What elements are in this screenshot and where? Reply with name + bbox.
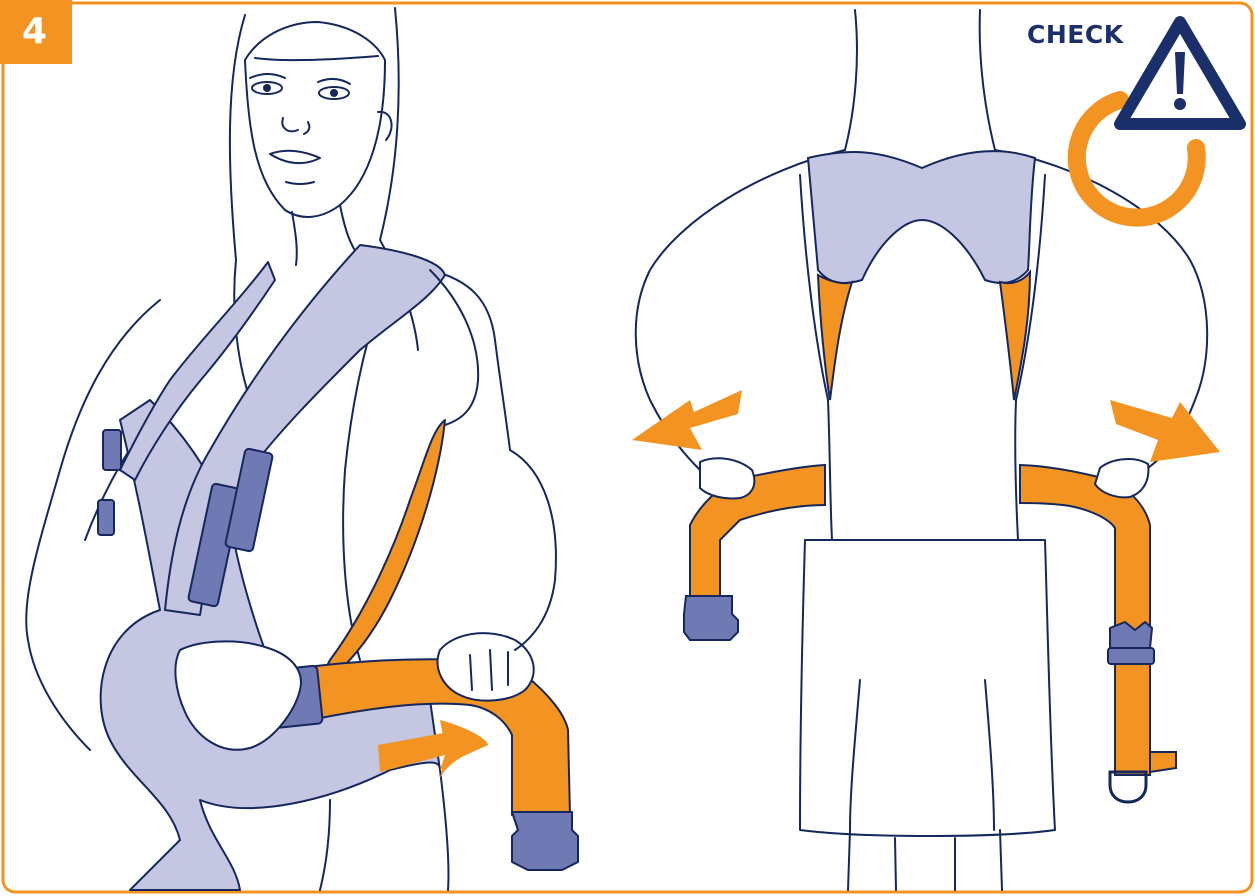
back-strap-left (818, 275, 852, 400)
arrow-back-right (1110, 400, 1220, 462)
mouth (270, 151, 320, 163)
carrier-body (101, 400, 440, 890)
back-right-hand (1095, 459, 1148, 497)
d-ring (1110, 772, 1146, 802)
strap-orange-lining (315, 420, 445, 690)
back-neck (845, 10, 995, 150)
back-buckle-right (1108, 622, 1154, 664)
fringe (255, 56, 378, 60)
nose (282, 118, 309, 134)
back-skirt (800, 540, 1055, 836)
belt-end-buckle (512, 812, 578, 870)
back-left-hand (700, 458, 754, 498)
front-view-panel (26, 8, 578, 890)
right-hand (438, 633, 534, 700)
back-shoulder-pad (808, 151, 1035, 283)
back-strap-right (1000, 272, 1030, 400)
check-label: CHECK (1027, 20, 1124, 49)
warning-triangle-icon (1120, 22, 1240, 124)
face-outline (245, 22, 385, 217)
back-buckle-left (684, 596, 738, 640)
side-clip (98, 430, 121, 535)
step-number-badge: 4 (0, 0, 72, 64)
